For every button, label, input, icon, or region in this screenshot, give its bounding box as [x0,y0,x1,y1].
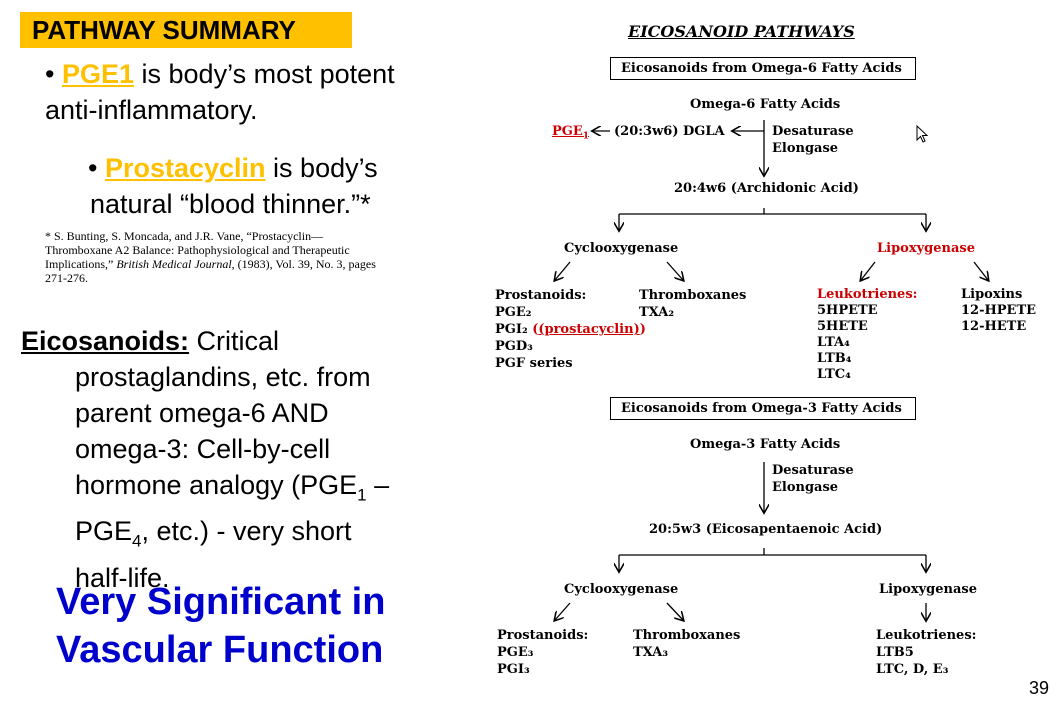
leukotriene-item: 5HPETE [817,303,878,318]
prostanoid-text: PGI₂ [495,322,528,337]
lipoxin-item: 12-HETE [961,319,1027,334]
definition-line: hormone analogy (PGE1 – [21,467,461,513]
enzyme-elongase: Elongase [772,141,839,156]
significance-line: Very Significant in [56,581,386,623]
prostanoids-heading: Prostanoids: [497,628,589,643]
pge1-text: PGE [552,124,583,139]
bullet-marker: • [88,153,105,183]
leukotrienes-3: Leukotrienes: LTB5 LTC, D, E₃ [876,627,976,678]
significance-line: Vascular Function [56,629,384,671]
citation-line: 271-276. [45,271,88,285]
definition-line: parent omega-6 AND [75,398,329,428]
prostanoid-item: PGI₂ ((prostacyclin)) [495,322,646,337]
prostanoids-3: Prostanoids: PGE₃ PGI₃ [497,627,588,678]
definition-text: – [366,470,390,500]
lipoxygenase-3: Lipoxygenase [879,582,977,597]
omega6-source: Omega-6 Fatty Acids [690,97,841,112]
arachidonic-acid: 20:4w6 (Archidonic Acid) [674,181,859,196]
prostanoid-item: PGI₃ [497,662,530,677]
citation-text: Implications,” [45,257,117,271]
citation-text: , (1983), Vol. 39, No. 3, pages [231,257,376,271]
bullet-text: is body’s most potent [134,59,395,89]
enzyme-desaturase: Desaturase [772,124,854,139]
subscript: 1 [582,131,590,142]
prostanoid-item: PGE₂ [495,305,532,320]
leukotrienes-6: Leukotrienes: 5HPETE 5HETE LTA₄ LTB₄ LTC… [817,287,917,383]
thromboxanes-3: Thromboxanes TXA₃ [633,627,740,661]
bullet-text: is body’s [265,153,378,183]
prostanoid-item: PGD₃ [495,339,533,354]
definition-line: omega-3: Cell-by-cell [75,434,331,464]
thromboxane-item: TXA₃ [633,645,669,660]
definition-line: PGE4, etc.) - very short [21,513,461,559]
prostacyclin-highlight: Prostacyclin [104,153,266,183]
prostanoids-6: Prostanoids: PGE₂ PGI₂ ((prostacyclin)) … [495,287,646,372]
definition-line: half-life. [75,562,170,593]
citation-line: Implications,” British Medical Journal, … [45,257,445,271]
definition-line: prostaglandins, etc. from [75,362,371,392]
eicosapentaenoic-acid: 20:5w3 (Eicosapentaenoic Acid) [649,522,883,537]
enzyme-elongase: Elongase [772,480,839,495]
lipoxins-6: Lipoxins 12-HPETE 12-HETE [961,287,1036,335]
lipoxygenase-6: Lipoxygenase [877,241,975,256]
citation-line: * S. Bunting, S. Moncada, and J.R. Vane,… [45,229,324,243]
thromboxanes-heading: Thromboxanes [639,288,747,303]
bullet-pge1: • PGE1 is body’s most potent anti-inflam… [45,56,465,128]
citation-journal: British Medical Journal [116,257,232,271]
thromboxanes-6: Thromboxanes TXA₂ [639,287,746,321]
omega3-source: Omega-3 Fatty Acids [690,437,841,452]
subscript: 4 [132,531,142,551]
eicosanoids-term: Eicosanoids: [21,326,190,356]
omega6-box: Eicosanoids from Omega-6 Fatty Acids [610,57,916,80]
citation: * S. Bunting, S. Moncada, and J.R. Vane,… [45,229,445,285]
bullet-marker: • [45,59,62,89]
leukotrienes-heading: Leukotrienes: [876,628,977,643]
enzyme-desaturase: Desaturase [772,463,854,478]
leukotriene-item: 5HETE [817,319,868,334]
pge1-label: PGE1 [552,124,589,142]
lipoxins-heading: Lipoxins [961,287,1023,302]
page-number: 39 [1028,678,1049,698]
definition-text: PGE [75,516,133,547]
definition-text: hormone analogy (PGE [75,470,358,500]
bullet-text-line2: natural “blood thinner.”* [90,189,371,219]
prostanoid-item: PGE₃ [497,645,534,660]
citation-line: Thromboxane A2 Balance: Pathophysiologic… [45,243,350,257]
leukotrienes-heading: Leukotrienes: [817,287,918,302]
leukotriene-item: LTB5 [876,645,914,660]
subscript: 1 [357,485,367,505]
lipoxin-item: 12-HPETE [961,303,1037,318]
definition-text: , etc.) - very short [141,516,352,547]
leukotriene-item: LTB₄ [817,351,852,366]
cyclooxygenase-6: Cyclooxygenase [564,241,679,256]
definition-text: Critical [189,326,280,356]
leukotriene-item: LTA₄ [817,335,850,350]
slide-title: PATHWAY SUMMARY [20,12,352,48]
thromboxane-item: TXA₂ [639,305,675,320]
prostacyclin-label: (prostacyclin) [538,322,640,337]
omega3-box: Eicosanoids from Omega-3 Fatty Acids [610,397,916,420]
eicosanoids-definition: Eicosanoids: Critical prostaglandins, et… [21,323,461,596]
bullet-prostacyclin: • Prostacyclin is body’s natural “blood … [88,150,468,222]
thromboxanes-heading: Thromboxanes [633,628,741,643]
bullet-text-line2: anti-inflammatory. [45,95,258,125]
leukotriene-item: LTC, D, E₃ [876,662,949,677]
leukotriene-item: LTC₄ [817,367,851,382]
pge1-highlight: PGE1 [61,59,135,89]
cyclooxygenase-3: Cyclooxygenase [564,582,679,597]
dgla-label: (20:3w6) DGLA [614,124,725,139]
prostanoids-heading: Prostanoids: [495,288,587,303]
diagram-title: EICOSANOID PATHWAYS [628,22,855,41]
significance-statement: Very Significant in Vascular Function [56,578,385,674]
prostanoid-item: PGF series [495,356,573,371]
mouse-cursor-icon [916,125,929,143]
